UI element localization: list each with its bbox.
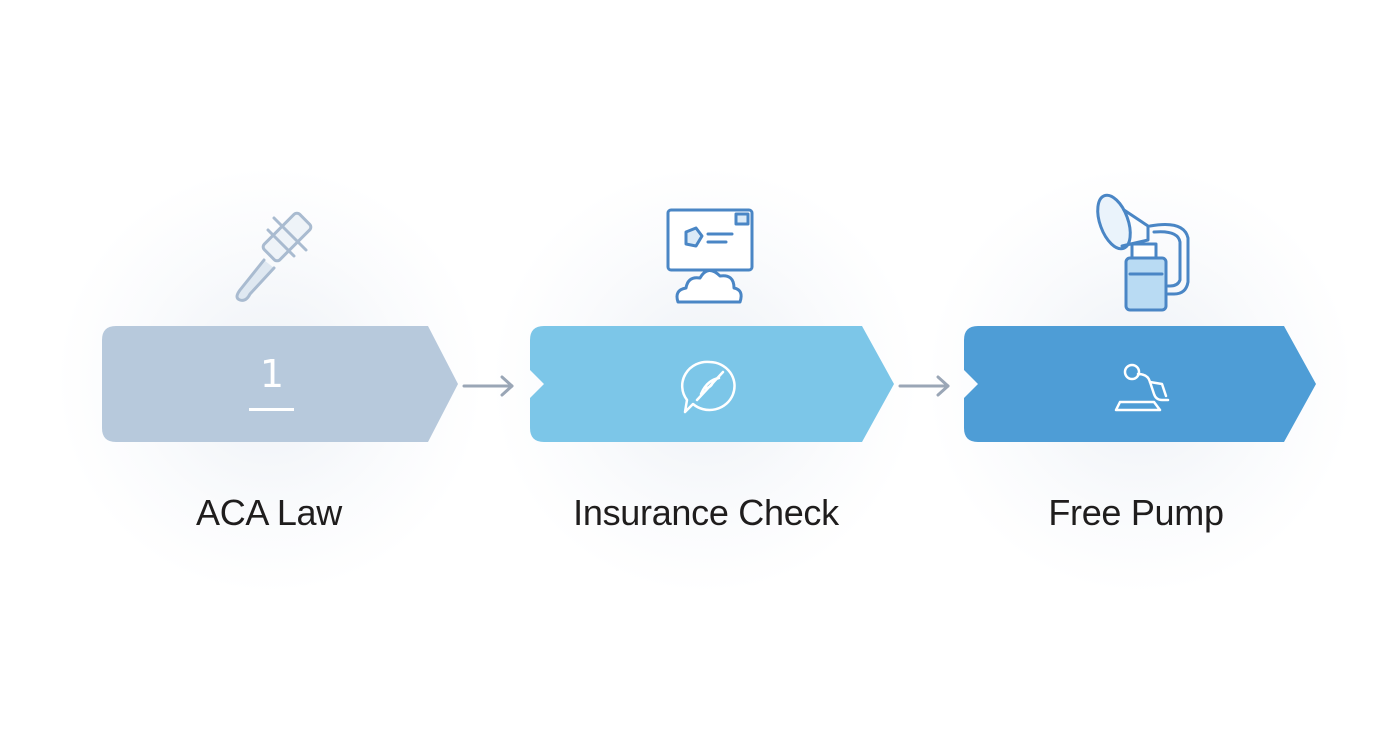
step-3-chevron	[964, 326, 1318, 442]
step-label-insurance-check: Insurance Check	[573, 492, 839, 533]
arrow-right-icon	[898, 373, 952, 404]
chat-bubble-icon	[679, 358, 741, 421]
person-resting-icon	[1110, 360, 1174, 419]
arrow-right-icon	[462, 373, 516, 404]
step-number: 1	[259, 352, 285, 396]
breast-pump-icon	[1094, 190, 1194, 321]
gavel-icon	[224, 208, 320, 313]
step-label-free-pump: Free Pump	[1048, 492, 1224, 533]
step-1-chevron	[102, 326, 460, 442]
insurance-card-icon	[664, 206, 756, 311]
step-number-underline	[249, 408, 294, 411]
step-label-aca-law: ACA Law	[196, 492, 342, 533]
